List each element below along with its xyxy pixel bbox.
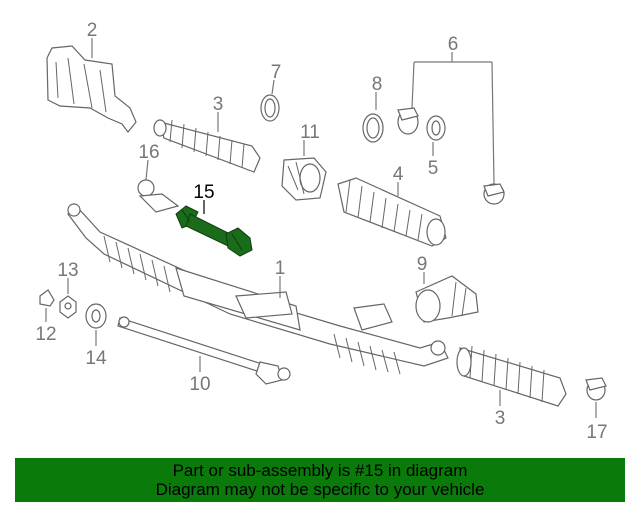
- callout-16: 16: [138, 142, 159, 163]
- callout-10: 10: [189, 374, 210, 395]
- part-washer-12: [39, 289, 55, 307]
- callout-9: 9: [417, 254, 428, 275]
- part-tie-rod-10: [117, 316, 291, 385]
- part-boot-lower: [456, 345, 567, 407]
- part-clamp-17: [585, 377, 607, 401]
- callout-7: 7: [271, 62, 282, 83]
- steering-rack-diagram: 2 3 7 8 6 11 16 15 5 4 1 9 13 12 14 10 3…: [35, 20, 607, 443]
- callout-15: 15: [193, 182, 214, 203]
- callout-5: 5: [428, 158, 439, 179]
- callout-11: 11: [300, 122, 320, 143]
- info-banner: Part or sub-assembly is #15 in diagram D…: [15, 458, 625, 502]
- banner-line-disclaimer: Diagram may not be specific to your vehi…: [155, 480, 485, 499]
- part-boot-large: [337, 177, 447, 247]
- part-inner-tie-rod-highlighted: [175, 205, 253, 257]
- callout-13: 13: [57, 260, 78, 281]
- part-tie-rod-end-16: [137, 179, 180, 213]
- leader-6: [411, 52, 495, 185]
- banner-line-part-number: Part or sub-assembly is #15 in diagram: [172, 461, 468, 480]
- part-nut-13: [59, 295, 77, 319]
- callout-12: 12: [35, 324, 56, 345]
- callout-17: 17: [586, 422, 607, 443]
- part-boot-9: [415, 275, 479, 323]
- part-bushing-14: [85, 303, 107, 329]
- callout-2: 2: [87, 20, 98, 41]
- part-clamp-set: [397, 107, 505, 205]
- leader-7: [271, 79, 275, 95]
- callout-1: 1: [275, 258, 286, 279]
- part-heat-shield: [46, 45, 137, 133]
- part-rack-assembly: [67, 203, 449, 375]
- callout-3-upper: 3: [213, 94, 224, 115]
- part-mount-11: [281, 157, 327, 201]
- part-boot-upper: [153, 119, 261, 173]
- callout-8: 8: [372, 74, 383, 95]
- leader-16: [145, 159, 149, 181]
- callout-6: 6: [448, 34, 459, 55]
- callout-3-lower: 3: [495, 408, 506, 429]
- callout-4: 4: [393, 164, 404, 185]
- callout-14: 14: [85, 348, 107, 369]
